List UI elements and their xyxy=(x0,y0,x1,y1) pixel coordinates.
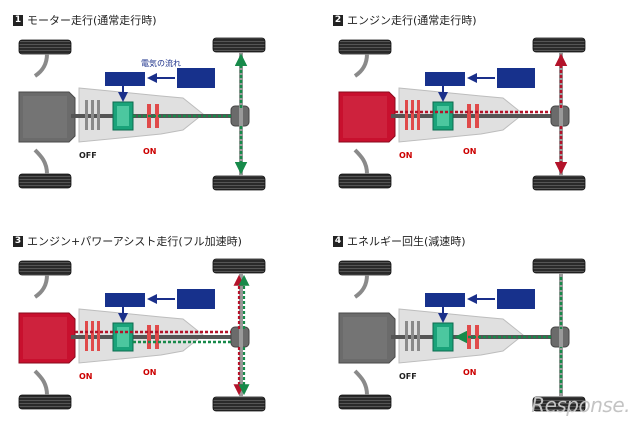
panel-title-text: モーター走行(通常走行時) xyxy=(27,14,157,27)
wheel xyxy=(338,260,392,276)
powertrain-diagram: ON ON xyxy=(338,37,586,191)
wheel xyxy=(212,396,266,412)
inverter xyxy=(105,293,145,307)
engine-highlight xyxy=(343,317,387,359)
clutch-disk xyxy=(97,100,100,130)
engine-highlight xyxy=(343,96,387,138)
panel-title: 1 モーター走行(通常走行時) xyxy=(13,12,157,28)
suspension-strut xyxy=(353,369,369,396)
battery xyxy=(497,68,535,88)
gear xyxy=(147,325,151,349)
suspension-strut xyxy=(353,148,369,175)
panel-engine-assist: 3 エンジン+パワーアシスト走行(フル加速時) ON ON xyxy=(13,233,313,423)
wheel xyxy=(212,37,266,53)
inverter xyxy=(425,293,465,307)
gear-state-label: ON xyxy=(463,147,477,156)
clutch-state-label: ON xyxy=(399,151,413,160)
wheel xyxy=(532,37,586,53)
panel-engine-drive: 2 エンジン走行(通常走行時) ON ON xyxy=(333,12,633,202)
suspension-strut xyxy=(33,369,49,396)
engine-highlight xyxy=(23,317,67,359)
panel-number: 1 xyxy=(13,14,23,26)
electric-flow-label: 電気の流れ xyxy=(141,58,181,68)
battery xyxy=(177,68,215,88)
suspension-strut xyxy=(353,274,369,299)
wheel xyxy=(338,39,392,55)
panel-regeneration: 4 エネルギー回生(減速時) OFF ON xyxy=(333,233,633,423)
panel-motor-drive: 1 モーター走行(通常走行時) OFF ON 電気の流れ xyxy=(13,12,313,202)
watermark-logo: Response. xyxy=(531,393,630,417)
wheel xyxy=(338,173,392,189)
panel-title: 3 エンジン+パワーアシスト走行(フル加速時) xyxy=(13,233,242,249)
wheel xyxy=(212,175,266,191)
gear xyxy=(467,104,471,128)
clutch-state-label: ON xyxy=(79,372,93,381)
suspension-strut xyxy=(33,274,49,299)
panel-number: 2 xyxy=(333,14,343,26)
clutch-disk xyxy=(97,321,100,351)
rear-axle xyxy=(559,52,563,176)
motor-core xyxy=(117,327,129,347)
gear xyxy=(155,325,159,349)
motor-core xyxy=(117,106,129,126)
panel-title-text: エンジン+パワーアシスト走行(フル加速時) xyxy=(27,235,242,248)
clutch-state-label: OFF xyxy=(79,151,97,160)
wheel xyxy=(532,258,586,274)
inverter xyxy=(105,72,145,86)
powertrain-diagram: ON ON xyxy=(18,258,266,412)
clutch-disk xyxy=(85,100,88,130)
gear xyxy=(475,325,479,349)
rear-axle xyxy=(559,273,563,397)
inverter xyxy=(425,72,465,86)
clutch-disk xyxy=(411,100,414,130)
clutch-disk xyxy=(411,321,414,351)
gear xyxy=(155,104,159,128)
clutch-disk xyxy=(417,321,420,351)
wheel xyxy=(212,258,266,274)
clutch-disk xyxy=(405,100,408,130)
clutch-disk xyxy=(405,321,408,351)
panel-title: 4 エネルギー回生(減速時) xyxy=(333,233,466,249)
panel-title-text: エンジン走行(通常走行時) xyxy=(347,14,477,27)
motor-core xyxy=(437,327,449,347)
suspension-strut xyxy=(353,53,369,78)
panel-number: 4 xyxy=(333,235,343,247)
wheel xyxy=(18,39,72,55)
rear-axle xyxy=(239,52,243,176)
rear-axle xyxy=(239,273,243,397)
wheel xyxy=(18,394,72,410)
wheel xyxy=(338,394,392,410)
suspension-strut xyxy=(33,53,49,78)
battery xyxy=(497,289,535,309)
engine-highlight xyxy=(23,96,67,138)
clutch-disk xyxy=(85,321,88,351)
panel-title-text: エネルギー回生(減速時) xyxy=(347,235,466,248)
wheel xyxy=(18,260,72,276)
suspension-strut xyxy=(33,148,49,175)
powertrain-diagram: OFF ON xyxy=(338,258,586,412)
gear xyxy=(475,104,479,128)
panel-title: 2 エンジン走行(通常走行時) xyxy=(333,12,477,28)
powertrain-diagram: OFF ON 電気の流れ xyxy=(18,37,266,191)
motor-core xyxy=(437,106,449,126)
wheel xyxy=(18,173,72,189)
clutch-state-label: OFF xyxy=(399,372,417,381)
wheel xyxy=(532,175,586,191)
battery xyxy=(177,289,215,309)
gear-state-label: ON xyxy=(463,368,477,377)
panel-number: 3 xyxy=(13,235,23,247)
gear-state-label: ON xyxy=(143,147,157,156)
clutch-disk xyxy=(91,100,94,130)
gear-state-label: ON xyxy=(143,368,157,377)
clutch-disk xyxy=(91,321,94,351)
clutch-disk xyxy=(417,100,420,130)
